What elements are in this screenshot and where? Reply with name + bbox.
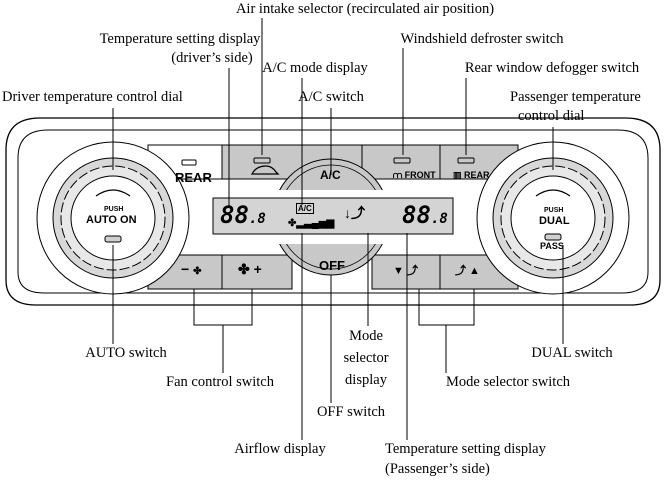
mode-icon: ⤴	[406, 265, 418, 277]
label-air-intake: Air intake selector (recirculated air po…	[235, 1, 495, 17]
driver-temperature-dial[interactable]	[36, 141, 190, 295]
fan-plus-button[interactable]: ✤ +	[238, 261, 262, 278]
fan-small-icon: ✤	[193, 266, 202, 277]
label-temp-display-driver-1: Temperature setting display	[99, 31, 261, 47]
label-dual-switch: DUAL switch	[531, 345, 613, 361]
label-windshield-defroster: Windshield defroster switch	[400, 31, 564, 47]
label-mode-selector-display-3: display	[345, 372, 387, 388]
mode-up-button[interactable]: ⤴ ▲	[455, 265, 480, 277]
label-rear-defogger: Rear window defogger switch	[464, 60, 640, 76]
label-mode-selector-display-1: Mode	[349, 328, 383, 344]
fan-minus-button[interactable]: − ✤	[181, 261, 201, 277]
rear-defog-label: REAR	[464, 170, 490, 180]
lcd-display	[212, 197, 454, 235]
label-passenger-dial-2: control dial	[518, 108, 585, 124]
front-defroster-button[interactable]: ⩋ FRONT	[393, 170, 436, 181]
passenger-temp-digits: 88	[402, 201, 431, 229]
label-airflow-display: Airflow display	[234, 441, 326, 457]
label-fan-control: Fan control switch	[166, 374, 274, 390]
minus-label: −	[181, 261, 190, 277]
pass-label: PASS	[540, 241, 564, 251]
front-label: FRONT	[404, 170, 436, 180]
label-passenger-dial-1: Passenger temperature	[510, 89, 641, 105]
dual-button[interactable]: DUAL	[539, 215, 570, 227]
driver-temp-readout: 88.8	[220, 201, 266, 229]
label-temp-display-passenger-1: Temperature setting display	[385, 441, 546, 457]
leader-lines	[112, 18, 564, 440]
fan-large-icon: ✤	[238, 261, 250, 277]
driver-temp-decimal: .8	[248, 211, 266, 227]
rear-defogger-button[interactable]: ▥ REAR	[453, 170, 490, 181]
label-mode-selector-display-2: selector	[343, 350, 389, 366]
recirculation-car-icon	[250, 165, 280, 175]
mode-down-button[interactable]: ▼ ⤴	[393, 265, 418, 277]
label-temp-display-driver-2: (driver’s side)	[171, 50, 253, 66]
fan-plus-button-bg	[221, 254, 293, 290]
mode-selector-indicator: ↓⤴	[344, 205, 365, 221]
plus-label: +	[253, 261, 262, 277]
right-dial-push: PUSH	[544, 207, 564, 214]
label-temp-display-passenger-2: (Passenger’s side)	[385, 461, 490, 477]
off-button[interactable]: OFF	[319, 258, 345, 273]
label-ac-mode-display: A/C mode display	[262, 60, 368, 76]
passenger-temp-decimal: .8	[430, 211, 448, 227]
label-driver-dial: Driver temperature control dial	[2, 89, 183, 105]
defogger-icon: ▥	[453, 170, 465, 180]
label-auto-switch: AUTO switch	[85, 345, 167, 361]
mode-icon: ⤴	[455, 265, 466, 277]
label-off-switch: OFF switch	[316, 404, 386, 420]
passenger-temp-readout: 88.8	[402, 201, 448, 229]
left-dial-push: PUSH	[104, 206, 124, 213]
ac-button[interactable]: A/C	[320, 168, 341, 182]
airflow-bars: ✤▂▃▄▅▆	[288, 218, 335, 229]
label-mode-selector-switch: Mode selector switch	[445, 374, 571, 390]
passenger-temperature-dial[interactable]	[476, 141, 630, 295]
defroster-icon: ⩋	[393, 170, 405, 180]
rear-button[interactable]: REAR	[175, 170, 212, 185]
driver-temp-digits: 88	[220, 201, 249, 229]
label-ac-switch: A/C switch	[298, 89, 364, 105]
ac-mode-indicator: A/C	[296, 203, 314, 214]
auto-on-button[interactable]: AUTO ON	[86, 214, 137, 226]
